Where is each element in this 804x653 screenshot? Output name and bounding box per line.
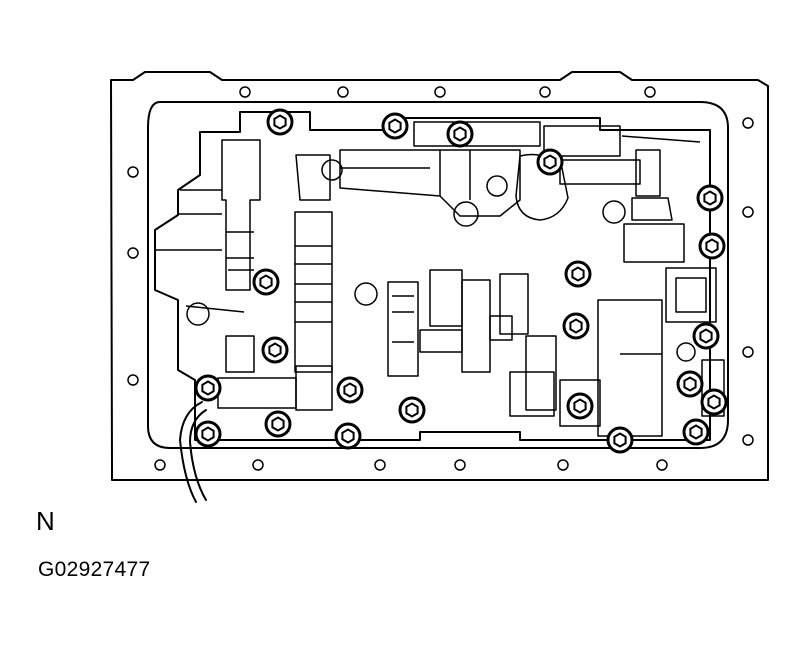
wire-harness (179, 401, 203, 503)
bolt-hex-head (388, 118, 402, 134)
bolt-hex-head (273, 114, 287, 130)
bolt-hex-head (705, 238, 719, 254)
bolt-hex-head (259, 274, 273, 290)
bolt-hex-head (683, 376, 697, 392)
bolt-hole (539, 86, 551, 98)
port-hole (676, 342, 696, 362)
bolt-hole (742, 206, 754, 218)
bolt-hex-head (268, 342, 282, 358)
bolt-hex-head (405, 402, 419, 418)
bolt-hex-head (707, 394, 721, 410)
wire-harness-edge (189, 409, 207, 501)
bolt-hole (557, 459, 569, 471)
bolt-hole (742, 346, 754, 358)
valve-body-bolts (194, 108, 728, 454)
port-hole (453, 201, 479, 227)
bolt-hole (337, 86, 349, 98)
bolt-hole (742, 434, 754, 446)
bolt-hex-head (699, 328, 713, 344)
bolt-hex-head (571, 266, 585, 282)
pan-outer-flange (110, 71, 769, 481)
bolt-hex-head (613, 432, 627, 448)
bolt-hex-head (343, 382, 357, 398)
bolt-hole (742, 117, 754, 129)
bolt-hex-head (573, 398, 587, 414)
bolt-hex-head (543, 154, 557, 170)
port-hole (602, 200, 626, 224)
bolt-hole (434, 86, 446, 98)
bolt-hex-head (689, 424, 703, 440)
pan-inner-wall (147, 101, 729, 449)
figure-code: G02927477 (38, 558, 151, 581)
bolt-hole (252, 459, 264, 471)
bolt-hole (154, 459, 166, 471)
port-hole (486, 175, 508, 197)
bolt-hex-head (201, 380, 215, 396)
bolt-hole (374, 459, 386, 471)
bolt-hole (127, 166, 139, 178)
bolt-hex-head (703, 190, 717, 206)
bolt-hex-head (453, 126, 467, 142)
port-hole (321, 159, 343, 181)
orientation-label: N (36, 506, 55, 536)
fluid-ports (186, 159, 696, 362)
valve-passages (155, 121, 725, 437)
bolt-hole (644, 86, 656, 98)
bolt-hole (127, 374, 139, 386)
bolt-hole (656, 459, 668, 471)
valve-body-plate (154, 111, 711, 441)
bolt-hex-head (341, 428, 355, 444)
bolt-hex-head (271, 416, 285, 432)
port-hole (354, 282, 378, 306)
flange-bolt-holes (127, 86, 754, 471)
bolt-hole (239, 86, 251, 98)
bolt-hole (454, 459, 466, 471)
bolt-hole (127, 247, 139, 259)
bolt-hex-head (569, 318, 583, 334)
port-hole (186, 302, 210, 326)
bolt-hex-head (201, 426, 215, 442)
